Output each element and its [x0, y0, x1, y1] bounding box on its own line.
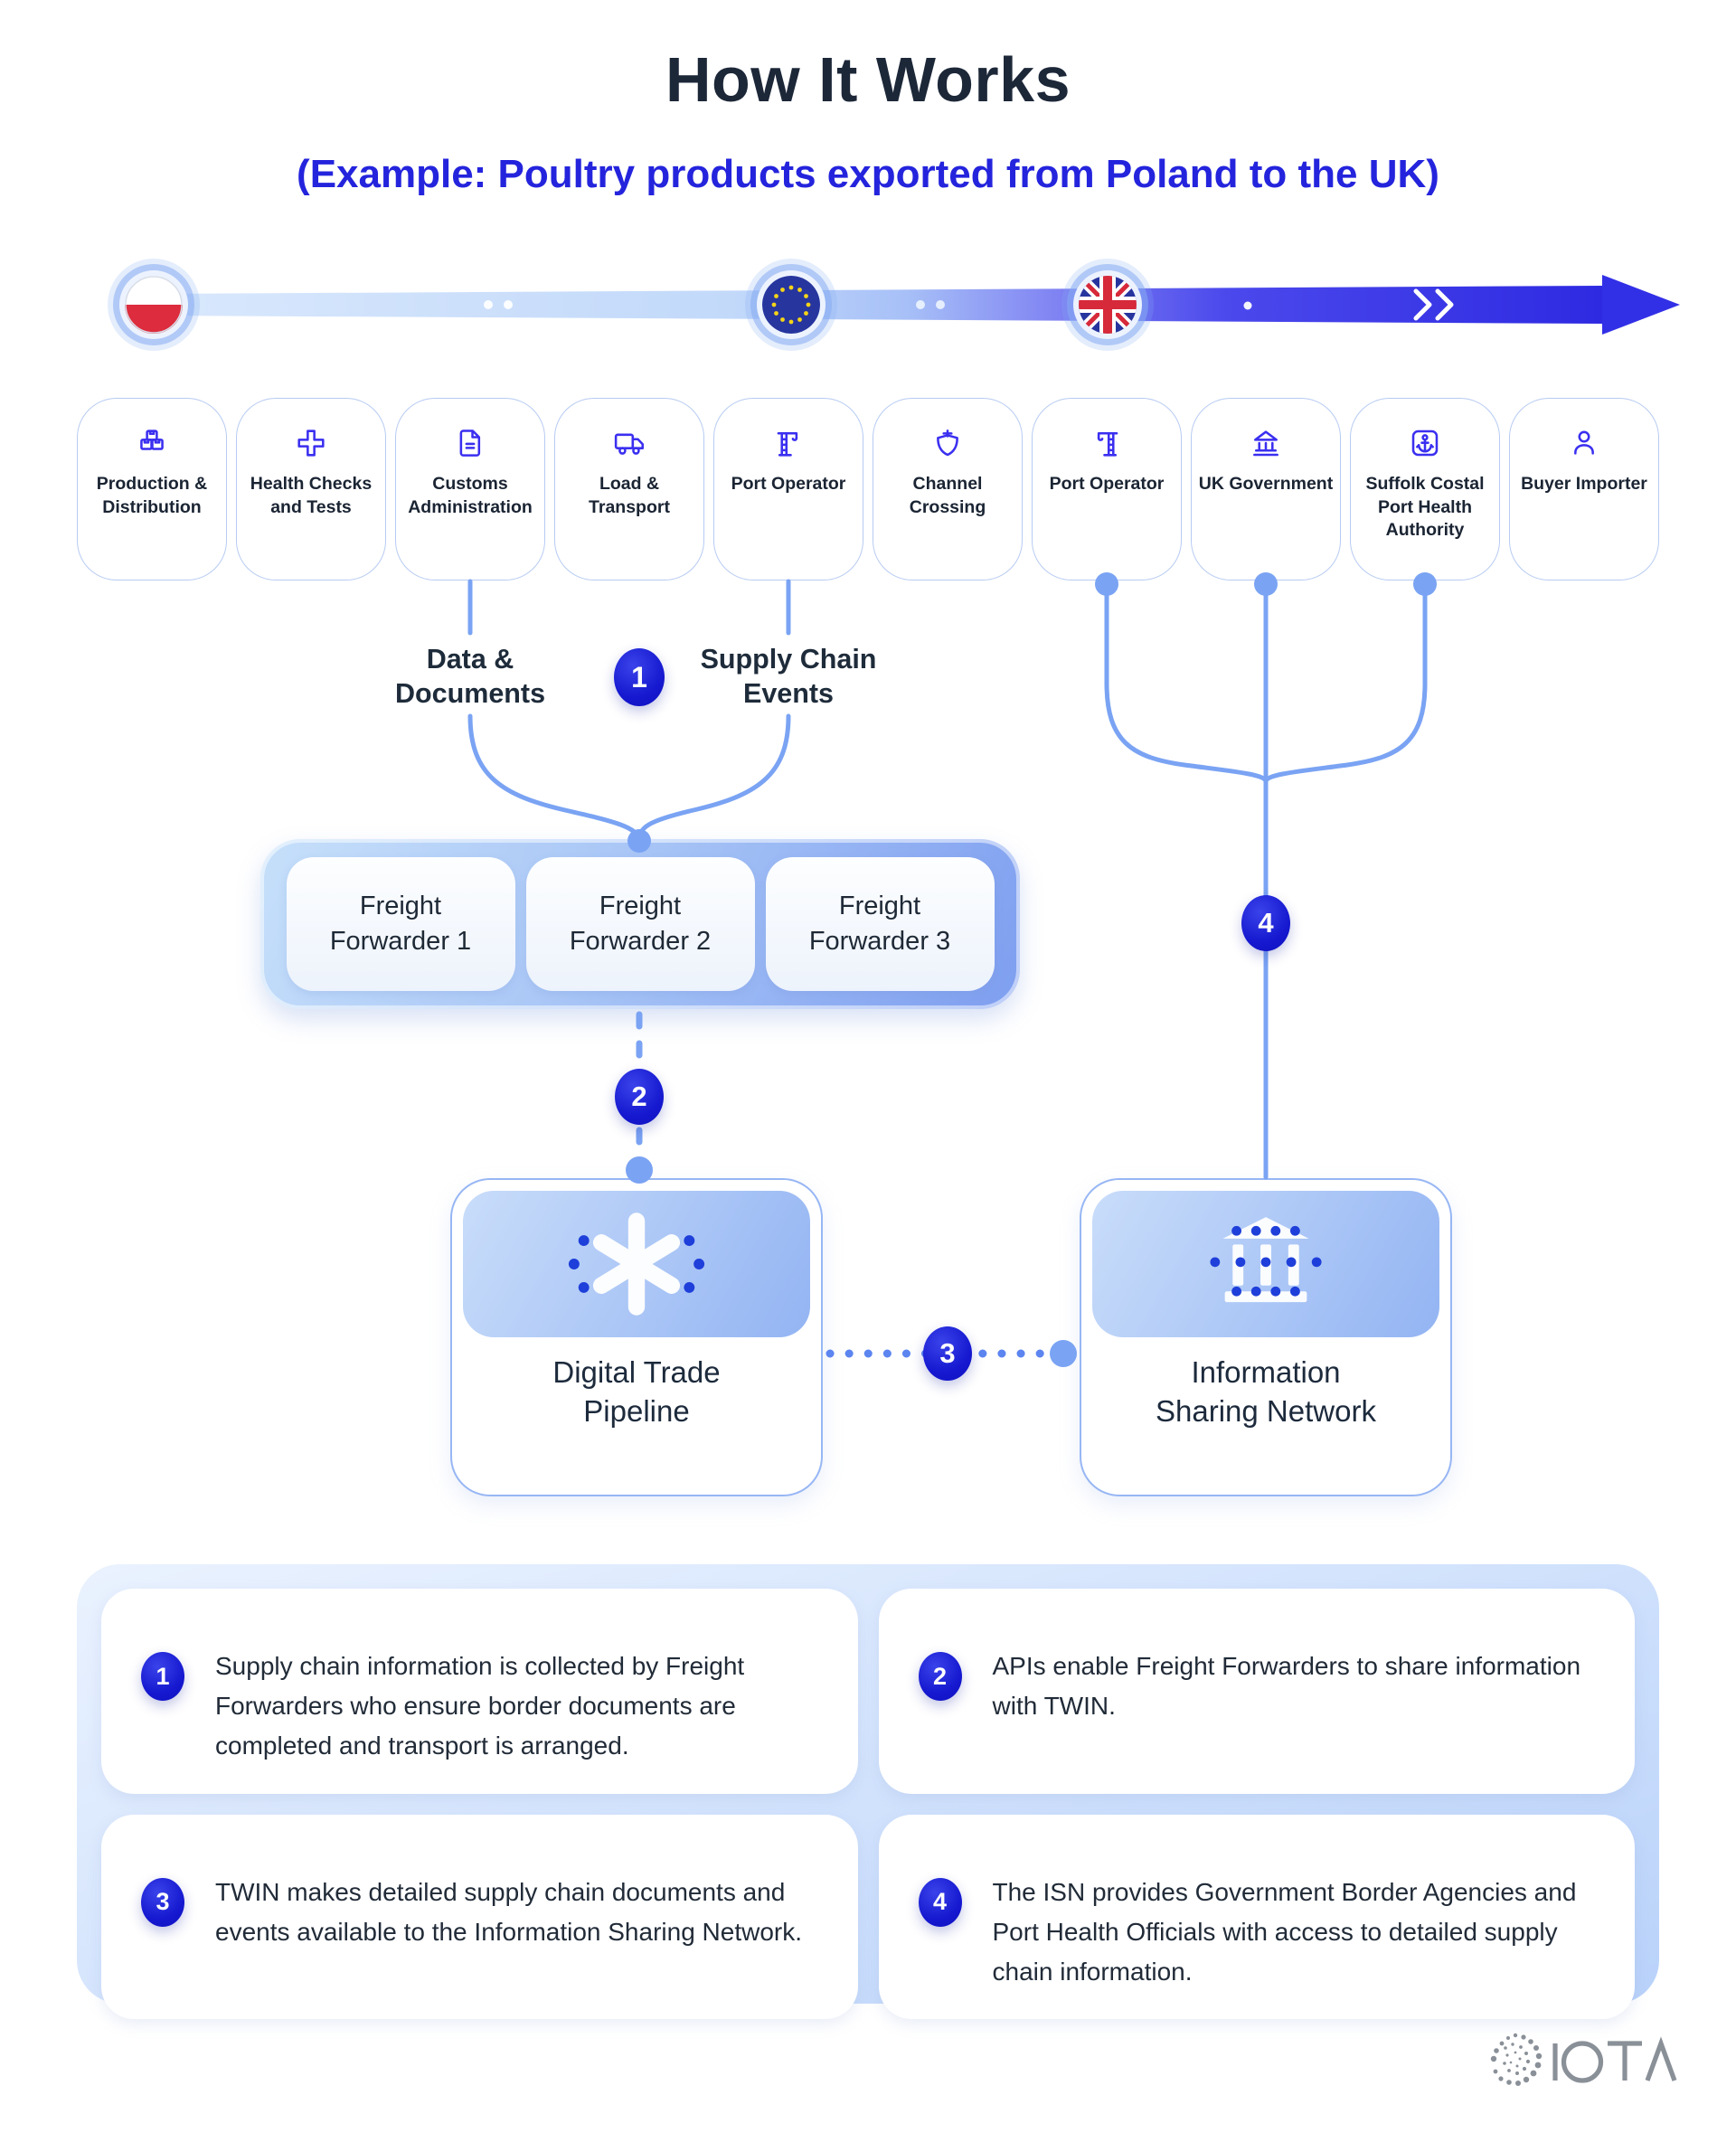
crane-icon	[1097, 431, 1118, 457]
stakeholder-card-health-checks: Health Checks and Tests	[236, 398, 386, 580]
step-badge-4: 4	[1241, 895, 1290, 951]
freight-forwarder-label: Freight Forwarder 2	[569, 891, 712, 956]
note-badge-1: 1	[141, 1652, 184, 1701]
timeline-band	[154, 286, 1602, 324]
note-card-1: 1 Supply chain information is collected …	[101, 1589, 858, 1794]
step-badge-1: 1	[614, 648, 665, 706]
stakeholder-label: Production & Distribution	[96, 474, 208, 517]
crane-icon	[777, 431, 798, 457]
notes-panel: 1 Supply chain information is collected …	[77, 1564, 1659, 2020]
medical-cross-icon	[297, 429, 325, 457]
note-text-4: The ISN provides Government Border Agenc…	[992, 1877, 1577, 1986]
stakeholder-card-buyer-importer: Buyer Importer	[1509, 398, 1659, 580]
chevrons-icon	[1413, 288, 1454, 321]
document-icon	[459, 429, 481, 457]
note-text-1: Supply chain information is collected by…	[215, 1652, 745, 1760]
person-icon	[1574, 430, 1594, 455]
page-title: How It Works	[665, 44, 1071, 115]
timeline-arrow	[154, 275, 1680, 335]
freight-forwarders-group: Freight Forwarder 1 Freight Forwarder 2 …	[260, 839, 1020, 1009]
freight-forwarder-3-card: Freight Forwarder 3	[765, 857, 995, 991]
eu-flag-icon	[762, 276, 820, 334]
stakeholder-label: Suffolk Costal Port Health Authority	[1365, 474, 1485, 541]
stakeholder-card-port-health-authority: Suffolk Costal Port Health Authority	[1350, 398, 1500, 580]
note-card-4: 4 The ISN provides Government Border Age…	[878, 1814, 1635, 2020]
stakeholder-row: Production & Distribution Health Checks …	[77, 398, 1659, 580]
stakeholder-card-load-transport: Load & Transport	[554, 398, 704, 580]
iota-wordmark	[1552, 2036, 1677, 2083]
page-subtitle: (Example: Poultry products exported from…	[297, 152, 1439, 196]
stakeholder-label: UK Government	[1198, 474, 1334, 494]
stakeholder-card-port-operator-1: Port Operator	[713, 398, 863, 580]
freight-forwarder-2-card: Freight Forwarder 2	[525, 857, 755, 991]
note-card-2: 2 APIs enable Freight Forwarders to shar…	[878, 1589, 1635, 1794]
stakeholder-label: Channel Crossing	[909, 474, 986, 517]
stakeholder-label: Health Checks and Tests	[250, 474, 373, 517]
data-documents-label: Data & Documents	[394, 644, 546, 710]
supply-chain-events-label: Supply Chain Events	[700, 644, 877, 710]
information-sharing-network-box: Information Sharing Network	[1080, 1178, 1452, 1496]
poland-flag-icon	[125, 276, 183, 334]
stakeholder-card-customs: Customs Administration	[395, 398, 545, 580]
stakeholder-label: Customs Administration	[408, 474, 533, 517]
information-sharing-network-label: Information Sharing Network	[1156, 1355, 1376, 1428]
stakeholder-card-port-operator-2: Port Operator	[1032, 398, 1182, 580]
stakeholder-card-uk-government: UK Government	[1191, 398, 1341, 580]
government-building-icon	[1253, 430, 1278, 457]
boxes-icon	[140, 429, 164, 450]
stakeholder-card-channel-crossing: Channel Crossing	[873, 398, 1023, 580]
uk-flag-icon	[1079, 276, 1137, 334]
information-sharing-network-header	[1092, 1191, 1439, 1337]
digital-trade-pipeline-header	[463, 1191, 810, 1337]
stakeholder-label: Port Operator	[1049, 474, 1165, 494]
digital-trade-pipeline-box: Digital Trade Pipeline	[450, 1178, 823, 1496]
iota-logo	[1481, 2028, 1678, 2100]
arrow-head-icon	[1602, 275, 1680, 335]
note-text-2: APIs enable Freight Forwarders to share …	[992, 1652, 1581, 1721]
freight-forwarder-1-card: Freight Forwarder 1	[286, 857, 515, 991]
network-bank-icon	[1210, 1217, 1322, 1303]
freight-forwarder-label: Freight Forwarder 3	[808, 891, 951, 956]
stakeholder-label: Port Operator	[731, 474, 846, 494]
stakeholder-label: Load & Transport	[589, 474, 670, 517]
stakeholder-card-production-distribution: Production & Distribution	[77, 398, 227, 580]
note-badge-3: 3	[141, 1877, 184, 1927]
ship-icon	[937, 429, 958, 457]
freight-forwarder-label: Freight Forwarder 1	[329, 891, 472, 956]
twin-logo-icon	[568, 1213, 705, 1316]
step-badge-2: 2	[615, 1069, 664, 1125]
stakeholder-label: Buyer Importer	[1521, 474, 1647, 494]
note-text-3: TWIN makes detailed supply chain documen…	[215, 1877, 803, 1946]
digital-trade-pipeline-label: Digital Trade Pipeline	[552, 1355, 721, 1428]
note-badge-2: 2	[918, 1652, 962, 1701]
truck-icon	[614, 433, 644, 455]
step-badge-3: 3	[923, 1326, 972, 1381]
iota-dots-icon	[1490, 2033, 1543, 2086]
anchor-icon	[1411, 429, 1439, 457]
note-card-3: 3 TWIN makes detailed supply chain docum…	[101, 1814, 858, 2020]
note-badge-4: 4	[918, 1877, 962, 1927]
